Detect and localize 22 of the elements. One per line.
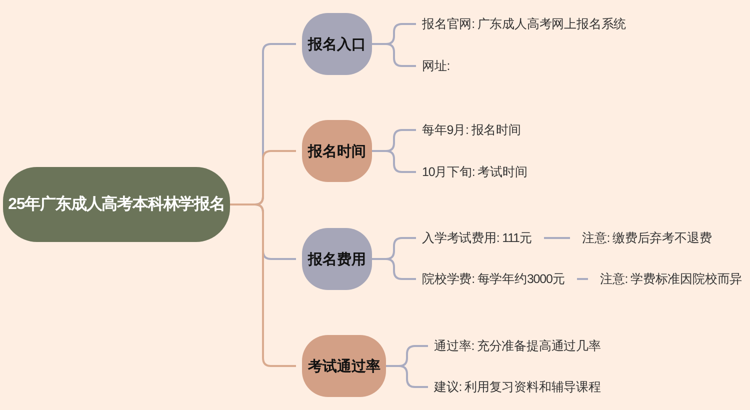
leaf-text: 报名官网: 广东成人高考网上报名系统 [422, 13, 626, 35]
connector-line [230, 204, 296, 367]
connector-line [386, 365, 428, 388]
branch-bubble: 报名时间 [302, 120, 372, 182]
leaf-text: 网址: [422, 55, 450, 77]
connector-line [372, 43, 416, 67]
connector-line [372, 258, 416, 280]
leaf-text: 10月下旬: 考试时间 [422, 161, 528, 183]
connector-line [372, 150, 416, 173]
leaf-text: 建议: 利用复习资料和辅导课程 [434, 376, 601, 398]
leaf-text: 院校学费: 每学年约3000元 [422, 268, 565, 290]
connector-line [544, 237, 570, 239]
leaf-text: 通过率: 充分准备提高通过几率 [434, 335, 601, 357]
leaf-text: 注意: 学费标准因院校而异 [600, 268, 742, 290]
connector-line [577, 278, 588, 280]
branch-bubble: 报名入口 [302, 13, 372, 75]
leaf-text: 每年9月: 报名时间 [422, 119, 521, 141]
leaf-text: 注意: 缴费后弃考不退费 [582, 227, 712, 249]
leaf-text: 入学考试费用: 111元 [422, 227, 532, 249]
branch-bubble: 报名费用 [302, 228, 372, 290]
branch-bubble: 考试通过率 [302, 335, 386, 397]
topic-box: 25年广东成人高考本科林学报名 [3, 167, 230, 242]
